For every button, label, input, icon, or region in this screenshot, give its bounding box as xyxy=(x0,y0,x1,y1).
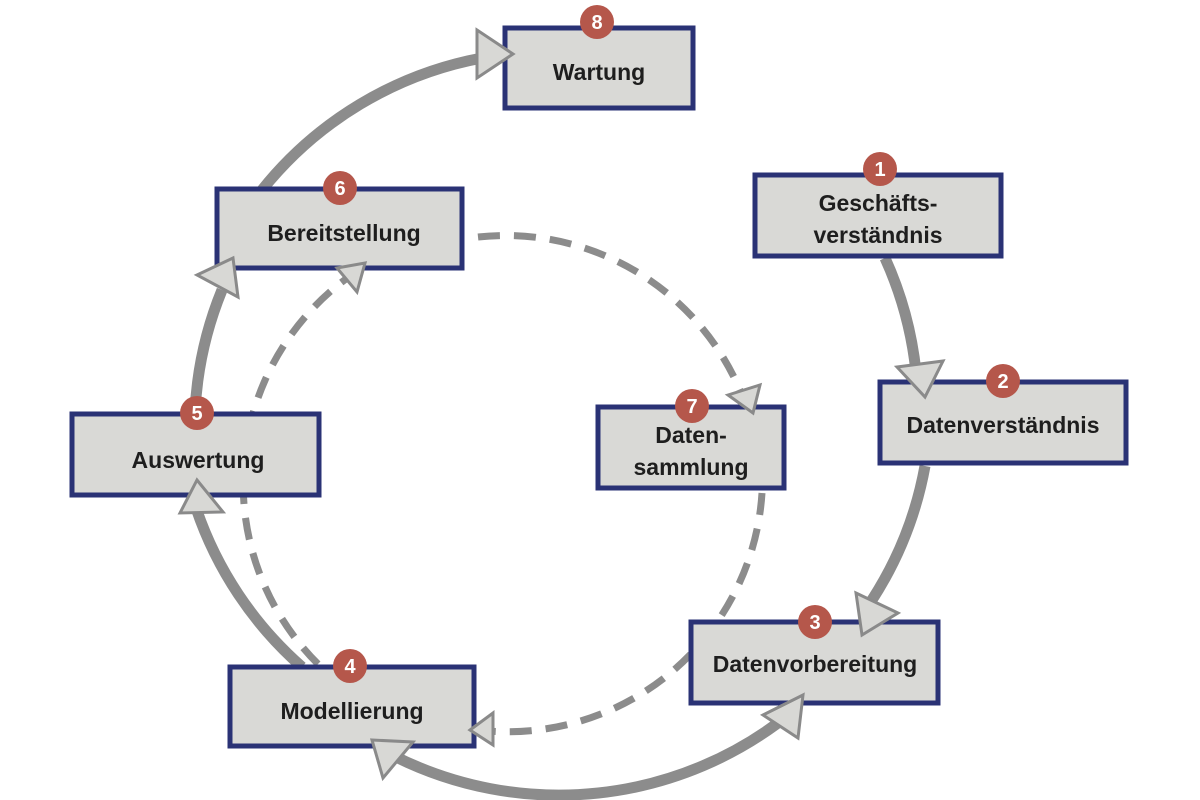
arrowhead-to-3-from-4-icon xyxy=(759,692,805,741)
badge-number: 8 xyxy=(591,12,602,34)
step-label: Wartung xyxy=(553,59,645,85)
arrow-2-to-3 xyxy=(867,465,931,603)
badge-4: 4 xyxy=(333,649,367,683)
badge-circle xyxy=(323,171,357,205)
badge-5: 5 xyxy=(180,396,214,430)
step-label: Modellierung xyxy=(280,698,423,724)
badge-number: 7 xyxy=(686,396,697,418)
dashed-arrow-6-to-7 xyxy=(477,232,746,397)
badge-7: 7 xyxy=(675,389,709,423)
badge-3: 3 xyxy=(798,605,832,639)
arrowhead-to-2-icon xyxy=(893,359,946,400)
step-badges: 8 1 2 3 4 5 6 7 xyxy=(180,5,1020,683)
step-1-geschaeftsverstaendnis: Geschäfts- verständnis xyxy=(752,172,1004,259)
badge-number: 2 xyxy=(997,371,1008,393)
step-label: Datenvorbereitung xyxy=(713,651,917,677)
dashed-arrowhead-to-6-icon xyxy=(334,261,368,296)
arrow-1-to-2 xyxy=(879,255,922,373)
step-label-line-1: Geschäfts- xyxy=(819,190,938,216)
badge-6: 6 xyxy=(323,171,357,205)
arrowhead-to-3-icon xyxy=(854,590,902,638)
badge-8: 8 xyxy=(580,5,614,39)
badge-circle xyxy=(863,152,897,186)
step-label-line-2: sammlung xyxy=(633,454,748,480)
step-box xyxy=(752,172,1004,259)
badge-circle xyxy=(986,364,1020,398)
step-3-datenvorbereitung: Datenvorbereitung xyxy=(688,619,941,706)
arrow-5-to-6 xyxy=(189,287,228,413)
dashed-arrowhead-to-7-icon xyxy=(724,382,763,416)
badge-circle xyxy=(333,649,367,683)
step-label-line-2: verständnis xyxy=(813,222,942,248)
step-label: Bereitstellung xyxy=(267,220,420,246)
badge-number: 1 xyxy=(874,159,885,181)
badge-circle xyxy=(180,396,214,430)
badge-1: 1 xyxy=(863,152,897,186)
step-label-line-1: Daten- xyxy=(655,422,727,448)
arrowheads xyxy=(177,27,946,782)
badge-number: 3 xyxy=(809,612,820,634)
step-box xyxy=(502,25,696,111)
step-label: Datenverständnis xyxy=(906,412,1099,438)
dashed-arrow-7-to-4 xyxy=(487,492,766,736)
arrowhead-to-5-icon xyxy=(177,477,227,515)
badge-number: 5 xyxy=(191,403,202,425)
arrow-3-4-bidirectional xyxy=(389,707,796,800)
badge-number: 4 xyxy=(344,656,356,678)
dashed-arrowhead-to-4-icon xyxy=(467,710,495,748)
arrowhead-to-4-icon xyxy=(369,738,417,782)
step-label: Auswertung xyxy=(132,447,265,473)
arrow-4-to-5 xyxy=(190,506,306,672)
badge-circle xyxy=(798,605,832,639)
arrow-6-to-8 xyxy=(257,52,484,194)
step-2-datenverstaendnis: Datenverständnis xyxy=(877,379,1129,466)
badge-2: 2 xyxy=(986,364,1020,398)
arrowhead-to-8-icon xyxy=(475,27,516,81)
badge-number: 6 xyxy=(334,178,345,200)
step-8-wartung: Wartung xyxy=(502,25,696,111)
arrowhead-to-6-icon xyxy=(193,255,240,300)
badge-circle xyxy=(675,389,709,423)
badge-circle xyxy=(580,5,614,39)
